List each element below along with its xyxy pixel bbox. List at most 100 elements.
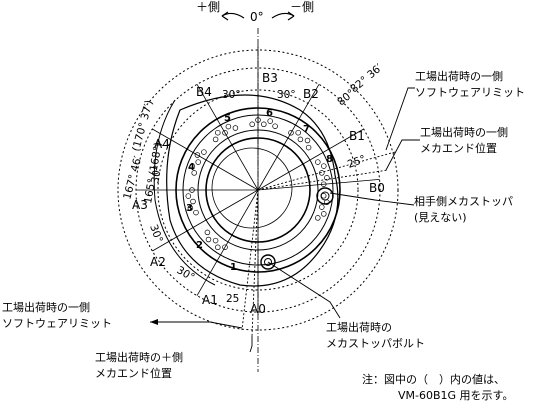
angle-167-46: 167° 46′	[121, 154, 144, 201]
leader-stopper-bolt	[267, 261, 341, 319]
bolt-hole	[191, 170, 197, 176]
axis-a4: A4	[154, 137, 170, 151]
bolt-hole	[225, 123, 232, 130]
plus-side-label: ＋側	[196, 0, 220, 14]
bolt-hole	[297, 136, 304, 143]
axis-b2: B2	[303, 87, 319, 101]
leader-plus-soft	[150, 321, 243, 329]
bolt-hole	[305, 144, 312, 151]
opposite-stopper	[316, 187, 334, 205]
bolt-hole	[315, 215, 321, 221]
callout-minus-soft-line2: ソフトウェアリミット	[415, 86, 525, 99]
plus-arrowhead	[221, 11, 229, 21]
bolt-hole	[324, 175, 330, 181]
bolt-hole	[272, 123, 278, 129]
bolt-hole	[193, 209, 199, 216]
spoke-b0	[257, 178, 380, 191]
axis-a2: A2	[150, 255, 166, 269]
callout-stopper-bolt-line1: 工場出荷時の	[326, 320, 392, 334]
callout-minus-mech-line1: 工場出荷時の一側	[420, 125, 508, 139]
bolt-hole	[288, 130, 294, 136]
bolt-hole	[295, 129, 301, 136]
axis-a3: A3	[132, 198, 148, 212]
center-bore-inner	[211, 147, 293, 229]
callout-plus-mech-line1: 工場出荷時の＋側	[95, 350, 183, 364]
leader-minus-mech	[385, 139, 420, 171]
hole-number-4: 4	[188, 162, 195, 173]
callout-plus-mech-line2: メカエンド位置	[95, 366, 172, 380]
bolt-hole	[204, 229, 211, 236]
bolt-hole	[315, 159, 321, 165]
angle-25-bottom: 25	[226, 293, 239, 305]
axis-b3: B3	[262, 71, 278, 85]
bolt-hole	[320, 181, 327, 187]
leader-plus-mech	[249, 336, 253, 353]
stopper-bolt	[260, 254, 276, 270]
bolt-hole	[194, 152, 201, 158]
bolt-hole	[321, 211, 327, 217]
hole-number-8: 8	[326, 154, 333, 165]
hole-number-7: 7	[303, 124, 310, 135]
hole-number-6: 6	[266, 108, 273, 119]
plus-mech-end-line	[251, 189, 259, 337]
note-line1: 注：図中の（ ）内の値は、	[362, 372, 505, 386]
spoke-a1	[196, 189, 259, 296]
axis-a0: A0	[250, 302, 266, 316]
bolt-hole	[319, 170, 325, 176]
bolt-hole	[304, 137, 311, 144]
note-line2: VM-60B1G 用を示す。	[398, 389, 513, 401]
hole-number-2: 2	[196, 240, 203, 251]
bolt-hole	[212, 136, 219, 143]
bolt-holes	[185, 117, 330, 251]
leader-opposite-stopper	[329, 192, 415, 206]
bolt-hole	[267, 118, 273, 124]
base-outer-arc	[153, 99, 216, 286]
inner-dotted-circle	[157, 89, 359, 291]
minus-side-label: －側	[290, 0, 314, 14]
bolt-hole	[189, 187, 195, 193]
axis-spokes	[136, 45, 380, 315]
callout-minus-soft-line1: 工場出荷時の一側	[415, 69, 503, 83]
plus-soft-limit-line	[241, 189, 259, 331]
angle-25-right: 25°	[346, 153, 368, 171]
angle-30-top-right: 30°	[277, 89, 296, 101]
callout-minus-mech-line2: メカエンド位置	[420, 141, 497, 155]
bolt-hole	[195, 159, 201, 165]
bolt-hole	[222, 130, 228, 136]
hole-number-5: 5	[224, 113, 231, 124]
angle-30-bottom-left: 30°	[175, 264, 197, 284]
outer-dotted-circle	[117, 49, 399, 331]
spoke-b4	[196, 84, 259, 191]
spoke-a2	[152, 189, 259, 252]
angle-30-left-lower: 30°	[147, 223, 165, 245]
bolt-hole	[187, 205, 194, 211]
bolt-hole	[190, 198, 196, 205]
bolt-hole	[222, 244, 228, 250]
angle-30-left-upper: 30°	[149, 164, 164, 184]
arrowhead-plus-soft	[150, 319, 158, 325]
axis-b0: B0	[369, 181, 385, 195]
bolt-hole	[232, 125, 239, 131]
base-flange-outline	[166, 94, 339, 287]
axis-a1: A1	[202, 293, 218, 307]
hole-number-1: 1	[230, 262, 237, 273]
bolt-hole	[319, 204, 325, 210]
minus-arrowhead	[287, 11, 295, 21]
leader-minus-soft	[385, 87, 415, 151]
axis-b1: B1	[349, 129, 365, 143]
bolt-hole	[215, 129, 221, 136]
angle-82-36: 82° 36′	[348, 61, 385, 95]
bolt-hole	[249, 121, 255, 128]
zero-degree-label: 0°	[250, 10, 264, 24]
bolt-hole	[201, 149, 207, 155]
callout-stopper-bolt-line2: メカストッパボルト	[326, 337, 425, 350]
callout-opposite-stopper-line1: 相手側メカストッパ	[414, 194, 513, 208]
callout-plus-soft-line1: 工場出荷時の一側	[2, 300, 90, 314]
bolt-hole	[205, 236, 212, 243]
spoke-a4	[152, 128, 259, 191]
minus-mech-end-line	[257, 169, 389, 191]
bolt-hole	[212, 237, 219, 244]
bolt-hole	[185, 193, 192, 199]
